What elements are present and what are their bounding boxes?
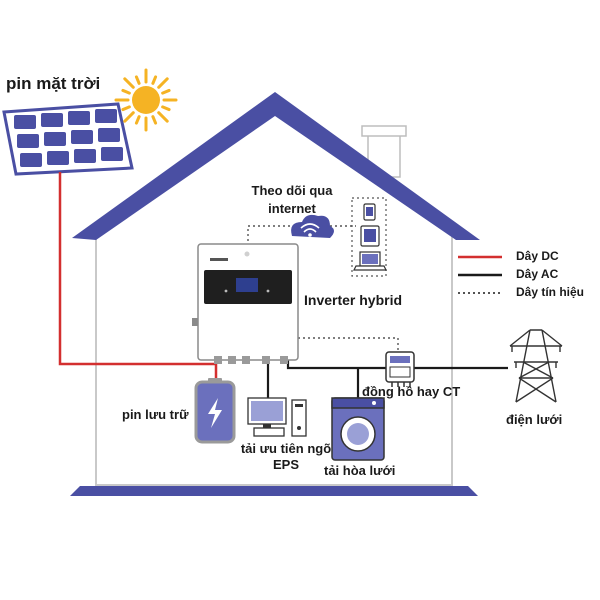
tablet-icon	[360, 225, 380, 247]
battery-label: pin lưu trữ	[122, 407, 189, 422]
solar-cell	[44, 132, 66, 146]
monitoring-label: Theo dõi qua internet	[251, 183, 333, 216]
legend-dc: Dây DC	[458, 249, 559, 263]
house-roof	[72, 92, 480, 240]
sun-icon	[114, 68, 178, 132]
desktop-computer-icon	[247, 397, 307, 437]
meter-icon	[385, 351, 415, 387]
solar-cell	[47, 151, 69, 165]
solar-cell	[20, 153, 42, 167]
solar-cell	[17, 134, 39, 148]
utility-grid-label: điện lưới	[506, 412, 563, 427]
washing-machine-icon	[331, 397, 385, 461]
inverter	[192, 243, 299, 364]
solar-panel	[2, 102, 134, 176]
phone-icon	[363, 203, 376, 221]
lightning-bolt-icon	[208, 398, 222, 428]
inverter-label: Inverter hybrid	[304, 292, 403, 308]
dc-wire	[58, 172, 218, 380]
solar-cell	[14, 115, 36, 129]
solar-cell	[41, 113, 63, 127]
legend-swatches	[458, 255, 502, 294]
legend-signal-label: Dây tín hiệu	[516, 285, 585, 299]
house-floor	[70, 486, 478, 496]
battery	[194, 378, 236, 444]
power-tower-icon	[509, 329, 563, 403]
house-walls	[95, 222, 453, 486]
solar-panel-label: pin mặt trời	[6, 74, 101, 93]
laptop-icon	[353, 251, 387, 271]
legend-signal: Dây tín hiệu	[458, 285, 584, 299]
legend-ac-label: Dây AC	[516, 267, 559, 281]
solar-cell	[68, 111, 90, 125]
legend-ac: Dây AC	[458, 267, 558, 281]
grid-load-label: tải hòa lưới	[324, 463, 396, 478]
meter-label: đồng hồ hay CT	[362, 384, 461, 399]
solar-cell	[95, 109, 117, 123]
solar-cell	[98, 128, 120, 142]
monitoring-devices	[351, 197, 387, 277]
wifi-cloud-icon	[291, 214, 334, 238]
solar-cell	[74, 149, 96, 163]
solar-cell	[101, 147, 123, 161]
legend-dc-label: Dây DC	[516, 249, 559, 263]
solar-cell	[71, 130, 93, 144]
eps-load-label: tải ưu tiên ngõ EPS	[240, 441, 332, 472]
